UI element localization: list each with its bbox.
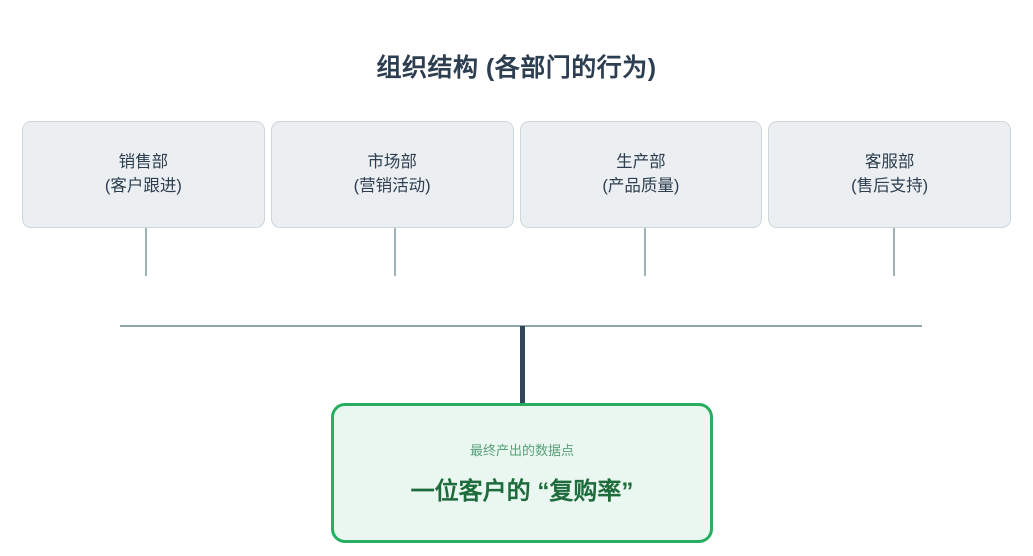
department-subtitle: (营销活动)	[353, 176, 431, 195]
department-box-marketing[interactable]: 市场部 (营销活动)	[270, 121, 514, 228]
outcome-box[interactable]: 最终产出的数据点 一位客户的 “复购率”	[331, 403, 713, 543]
connector-stub-sales	[145, 228, 147, 276]
department-row: 销售部 (客户跟进) 市场部 (营销活动) 生产部 (产品质量) 客服部 (售后…	[22, 121, 1011, 228]
connector-stub-customer-service	[893, 228, 895, 276]
department-box-customer-service[interactable]: 客服部 (售后支持)	[768, 121, 1011, 228]
department-box-sales[interactable]: 销售部 (客户跟进)	[22, 121, 265, 228]
page-title: 组织结构 (各部门的行为)	[376, 54, 657, 82]
department-name: 销售部	[118, 152, 169, 171]
department-name: 客服部	[864, 152, 915, 171]
connector-stub-marketing	[394, 228, 396, 276]
department-subtitle: (客户跟进)	[104, 176, 182, 195]
outcome-value: 一位客户的 “复购率”	[410, 478, 634, 505]
connector-stub-production	[644, 228, 646, 276]
department-name: 市场部	[367, 152, 417, 171]
department-name: 生产部	[616, 152, 666, 171]
department-box-production[interactable]: 生产部 (产品质量)	[519, 121, 763, 228]
outcome-label: 最终产出的数据点	[469, 443, 574, 458]
connector-trunk-line	[520, 326, 525, 404]
department-subtitle: (售后支持)	[851, 176, 929, 195]
department-subtitle: (产品质量)	[602, 176, 680, 195]
